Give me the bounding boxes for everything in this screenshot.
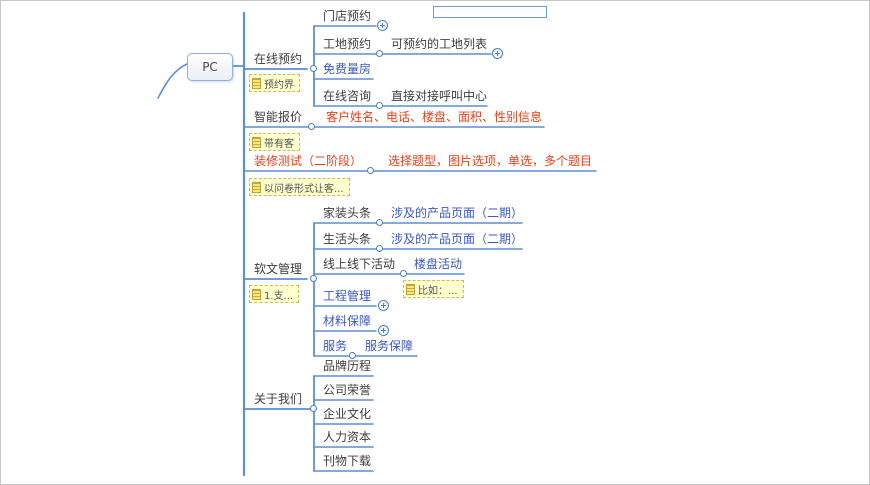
expand-plus-icon[interactable] bbox=[492, 48, 503, 59]
note-icon bbox=[406, 283, 415, 295]
note-online-booking[interactable]: 预约界 bbox=[249, 74, 300, 92]
topic-related-product-pages-1[interactable]: 涉及的产品页面（二期） bbox=[391, 206, 524, 220]
note-icon bbox=[252, 288, 261, 300]
branch-dot-icon[interactable] bbox=[376, 50, 383, 57]
branch-dot-icon[interactable] bbox=[400, 270, 407, 277]
topic-bookable-site-list[interactable]: 可预约的工地列表 bbox=[391, 37, 488, 51]
expand-plus-icon[interactable] bbox=[378, 300, 389, 311]
topic-free-room-measure[interactable]: 免费量房 bbox=[323, 62, 372, 76]
note-icon bbox=[252, 181, 261, 193]
topic-test-question-types[interactable]: 选择题型，图片选项，单选，多个题目 bbox=[388, 154, 593, 168]
topic-project-management[interactable]: 工程管理 bbox=[323, 289, 372, 303]
topic-call-center-direct[interactable]: 直接对接呼叫中心 bbox=[391, 89, 488, 103]
topic-human-capital[interactable]: 人力资本 bbox=[323, 430, 372, 444]
topic-brand-history[interactable]: 品牌历程 bbox=[323, 359, 372, 373]
expand-plus-icon[interactable] bbox=[378, 325, 389, 336]
topic-property-activity[interactable]: 楼盘活动 bbox=[414, 257, 463, 271]
branch-dot-icon[interactable] bbox=[308, 123, 315, 130]
topic-life-headlines[interactable]: 生活头条 bbox=[323, 232, 372, 246]
branch-dot-icon[interactable] bbox=[376, 219, 383, 226]
note-property-activity[interactable]: 比如：... bbox=[403, 280, 464, 298]
note-smart-quote[interactable]: 带有客 bbox=[249, 133, 300, 151]
branch-renovation-test-phase2[interactable]: 装修测试（二阶段） bbox=[254, 154, 363, 168]
topic-related-product-pages-2[interactable]: 涉及的产品页面（二期） bbox=[391, 232, 524, 246]
note-text: 1.支... bbox=[264, 290, 294, 302]
note-text: 带有客 bbox=[264, 138, 294, 150]
branch-dot-icon[interactable] bbox=[310, 405, 317, 412]
topic-quote-customer-fields[interactable]: 客户姓名、电话、楼盘、面积、性别信息 bbox=[326, 110, 543, 124]
branch-dot-icon[interactable] bbox=[376, 245, 383, 252]
topic-online-consult[interactable]: 在线咨询 bbox=[323, 89, 372, 103]
branch-dot-icon[interactable] bbox=[310, 65, 317, 72]
topic-publication-downloads[interactable]: 刊物下载 bbox=[323, 454, 372, 468]
topic-service-guarantee[interactable]: 服务保障 bbox=[365, 339, 414, 353]
note-renovation-test[interactable]: 以问卷形式让客... bbox=[249, 178, 350, 196]
branch-dot-icon[interactable] bbox=[349, 352, 356, 359]
topic-corporate-culture[interactable]: 企业文化 bbox=[323, 407, 372, 421]
expand-plus-icon[interactable] bbox=[377, 20, 388, 31]
note-icon bbox=[252, 77, 261, 89]
floating-topic-cropped[interactable] bbox=[433, 6, 547, 18]
note-text: 预约界 bbox=[264, 79, 294, 91]
branch-smart-quote[interactable]: 智能报价 bbox=[254, 110, 303, 124]
topic-service[interactable]: 服务 bbox=[323, 339, 348, 353]
note-text: 比如：... bbox=[418, 285, 458, 297]
note-icon bbox=[252, 136, 261, 148]
note-text: 以问卷形式让客... bbox=[264, 183, 344, 195]
topic-home-decor-headlines[interactable]: 家装头条 bbox=[323, 206, 372, 220]
node-pc-root[interactable]: PC bbox=[187, 53, 233, 81]
branch-dot-icon[interactable] bbox=[376, 102, 383, 109]
branch-dot-icon[interactable] bbox=[367, 167, 374, 174]
branch-about-us[interactable]: 关于我们 bbox=[254, 392, 303, 406]
branch-online-booking[interactable]: 在线预约 bbox=[254, 52, 303, 66]
branch-article-management[interactable]: 软文管理 bbox=[254, 262, 303, 276]
topic-company-honors[interactable]: 公司荣誉 bbox=[323, 383, 372, 397]
topic-online-offline-activities[interactable]: 线上线下活动 bbox=[323, 257, 396, 271]
topic-store-booking[interactable]: 门店预约 bbox=[323, 9, 372, 23]
branch-dot-icon[interactable] bbox=[310, 275, 317, 282]
topic-site-booking[interactable]: 工地预约 bbox=[323, 37, 372, 51]
note-article-management[interactable]: 1.支... bbox=[249, 285, 300, 303]
topic-material-guarantee[interactable]: 材料保障 bbox=[323, 314, 372, 328]
